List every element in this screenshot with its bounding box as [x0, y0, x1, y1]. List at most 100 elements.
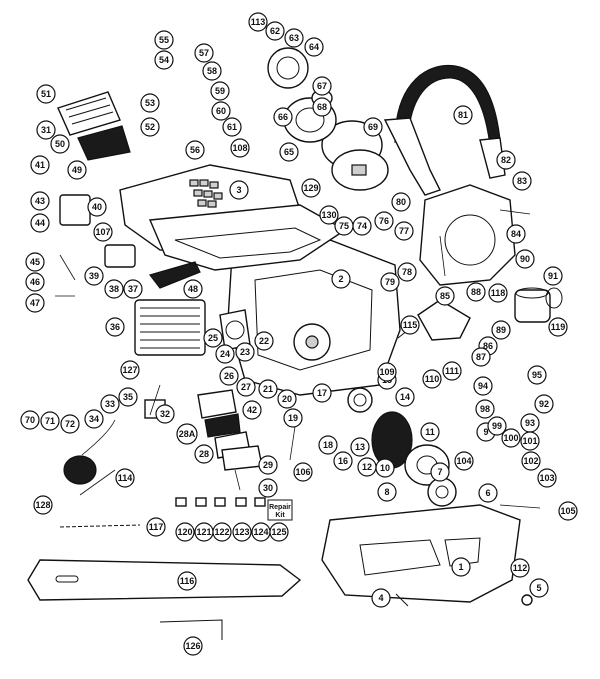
- callout-130: 129: [301, 178, 321, 198]
- svg-text:104: 104: [456, 456, 471, 466]
- svg-text:59: 59: [215, 86, 225, 96]
- svg-text:67: 67: [317, 81, 327, 91]
- callout-61: 60: [211, 101, 231, 121]
- callout-119: 118: [488, 283, 508, 303]
- callout-60: 59: [210, 81, 230, 101]
- callout-4: 4: [371, 588, 391, 608]
- svg-text:46: 46: [30, 277, 40, 287]
- svg-text:7: 7: [437, 467, 442, 477]
- svg-text:30: 30: [263, 483, 273, 493]
- callout-12: 12: [357, 457, 377, 477]
- callout-47: 47: [25, 293, 45, 313]
- callout-63: 62: [265, 21, 285, 41]
- callout-95: 94: [473, 376, 493, 396]
- callout-106: 105: [558, 501, 578, 521]
- callout-33: 33: [100, 394, 120, 414]
- svg-text:117: 117: [149, 522, 164, 532]
- svg-text:61: 61: [227, 122, 237, 132]
- callout-62: 61: [222, 117, 242, 137]
- callout-41: 41: [30, 155, 50, 175]
- callout-126: 125: [269, 522, 289, 542]
- callout-39: 39: [84, 266, 104, 286]
- svg-text:12: 12: [362, 462, 372, 472]
- svg-text:27: 27: [241, 382, 251, 392]
- callout-79: 78: [397, 262, 417, 282]
- svg-text:28A: 28A: [179, 429, 196, 439]
- callout-93: 92: [534, 394, 554, 414]
- svg-text:129: 129: [303, 183, 318, 193]
- svg-text:86: 86: [483, 341, 493, 351]
- callout-81: 80: [391, 192, 411, 212]
- svg-text:71: 71: [45, 416, 55, 426]
- callout-110: 109: [377, 362, 397, 382]
- callout-32: 32: [155, 404, 175, 424]
- callout-80: 79: [380, 272, 400, 292]
- callout-22: 22: [254, 331, 274, 351]
- callout-105: 104: [454, 451, 474, 471]
- callout-91: 90: [515, 249, 535, 269]
- svg-text:23: 23: [240, 347, 250, 357]
- callout-85: 84: [506, 224, 526, 244]
- svg-text:108: 108: [232, 143, 247, 153]
- saw-chain: [59, 524, 141, 528]
- callout-42: 42: [242, 400, 262, 420]
- svg-text:95: 95: [532, 370, 542, 380]
- callout-8: 8: [377, 482, 397, 502]
- svg-text:91: 91: [548, 271, 558, 281]
- callout-3: 3: [229, 180, 249, 200]
- callout-124: 123: [232, 522, 252, 542]
- callout-48: 48: [183, 279, 203, 299]
- svg-text:102: 102: [523, 456, 538, 466]
- trigger: [148, 261, 201, 289]
- svg-text:105: 105: [560, 506, 575, 516]
- svg-text:8: 8: [384, 487, 389, 497]
- svg-text:122: 122: [214, 527, 229, 537]
- callout-127: 126: [183, 636, 203, 656]
- svg-text:89: 89: [496, 325, 506, 335]
- svg-text:38: 38: [109, 284, 119, 294]
- svg-text:37: 37: [128, 284, 138, 294]
- lower-housing: [321, 504, 521, 603]
- svg-text:90: 90: [520, 254, 530, 264]
- svg-text:80: 80: [396, 197, 406, 207]
- svg-text:50: 50: [55, 139, 65, 149]
- callout-26: 26: [219, 366, 239, 386]
- callout-117: 116: [177, 571, 197, 591]
- callout-69: 68: [312, 97, 332, 117]
- callout-122: 121: [194, 522, 214, 542]
- callout-46: 46: [25, 272, 45, 292]
- callout-16: 16: [333, 451, 353, 471]
- part-callouts: 1 2 3 4 5 6 7 8 9 10 11 12 13 14 15 16 1…: [20, 12, 578, 656]
- svg-text:22: 22: [259, 336, 269, 346]
- svg-text:76: 76: [379, 216, 389, 226]
- callout-70: 69: [363, 117, 383, 137]
- callout-101: 100: [501, 428, 521, 448]
- svg-text:17: 17: [317, 388, 327, 398]
- svg-text:45: 45: [30, 257, 40, 267]
- callout-114: 113: [248, 12, 268, 32]
- callout-73: 72: [60, 414, 80, 434]
- guide-bar: [27, 559, 302, 601]
- callout-54: 53: [140, 93, 160, 113]
- callout-103: 102: [521, 451, 541, 471]
- crankshaft: [417, 299, 471, 341]
- svg-text:55: 55: [159, 35, 169, 45]
- svg-text:110: 110: [425, 374, 440, 384]
- callout-115: 114: [115, 468, 135, 488]
- callout-83: 82: [496, 150, 516, 170]
- svg-text:83: 83: [517, 176, 527, 186]
- callout-90: 89: [491, 320, 511, 340]
- callout-13: 13: [350, 437, 370, 457]
- svg-text:111: 111: [445, 366, 459, 376]
- cylinder: [134, 299, 206, 356]
- callout-11: 11: [420, 422, 440, 442]
- callout-94: 93: [520, 413, 540, 433]
- svg-text:65: 65: [284, 147, 294, 157]
- callout-84: 83: [512, 171, 532, 191]
- svg-text:127: 127: [122, 365, 137, 375]
- callout-131: 130: [319, 205, 339, 225]
- svg-text:66: 66: [278, 112, 288, 122]
- svg-text:43: 43: [35, 196, 45, 206]
- svg-text:125: 125: [271, 527, 286, 537]
